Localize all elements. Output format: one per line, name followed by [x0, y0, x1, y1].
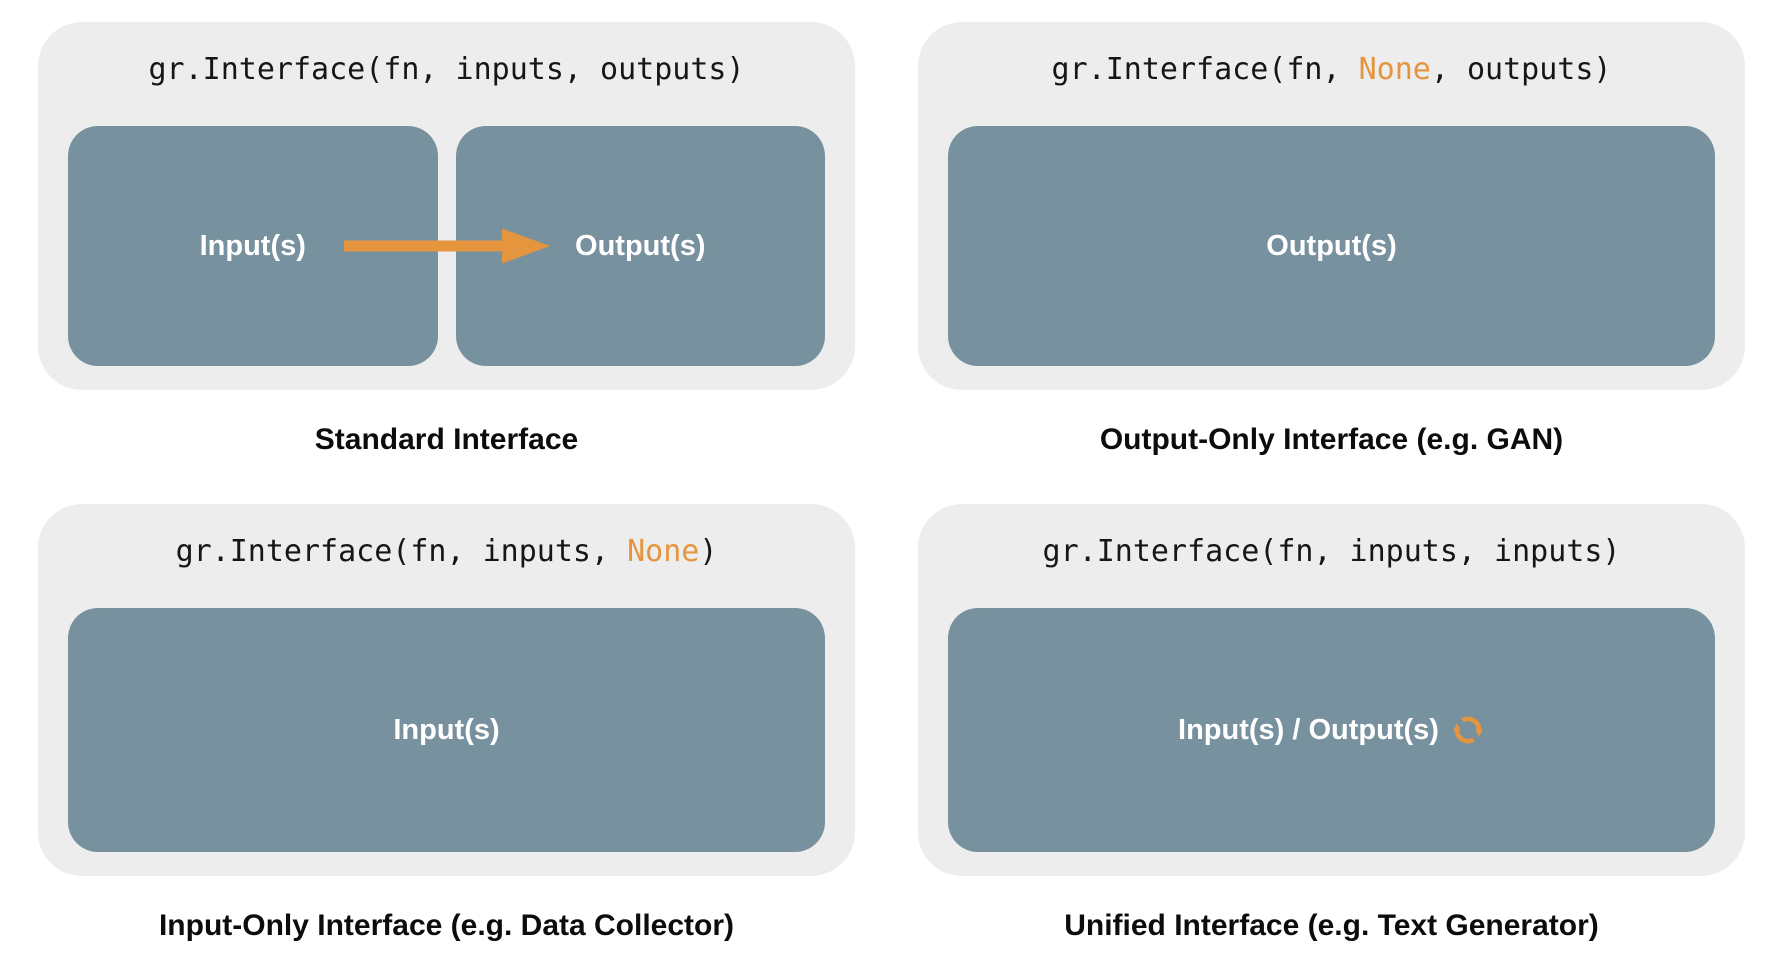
card-standard-interface: gr.Interface(fn, inputs, outputs) Input(… [38, 22, 855, 460]
input-box: Input(s) [68, 126, 438, 366]
input-box: Input(s) [68, 608, 825, 852]
boxes-row: Output(s) [948, 126, 1715, 366]
card-input-only-interface: gr.Interface(fn, inputs, None) Input(s) … [38, 504, 855, 946]
caption: Standard Interface [314, 423, 579, 456]
code-highlight: None [1358, 52, 1431, 87]
boxes-row: Input(s) [68, 608, 825, 852]
box-label: Input(s) / Output(s) [1178, 713, 1439, 746]
output-box: Output(s) [948, 126, 1715, 366]
boxes-row: Input(s) / Output(s) [948, 608, 1715, 852]
panel-input-only: gr.Interface(fn, inputs, None) Input(s) [38, 504, 855, 876]
code-pre: gr.Interface(fn, [1051, 52, 1359, 87]
caption: Output-Only Interface (e.g. GAN) [1099, 423, 1564, 456]
panel-unified: gr.Interface(fn, inputs, inputs) Input(s… [918, 504, 1745, 876]
panel-standard: gr.Interface(fn, inputs, outputs) Input(… [38, 22, 855, 390]
code-pre: gr.Interface(fn, inputs, inputs) [1042, 534, 1621, 569]
code-snippet: gr.Interface(fn, None, outputs) [948, 50, 1715, 90]
code-snippet: gr.Interface(fn, inputs, inputs) [948, 532, 1715, 572]
box-label: Output(s) [575, 229, 706, 262]
boxes-row: Input(s) Output(s) [68, 126, 825, 366]
caption: Input-Only Interface (e.g. Data Collecto… [158, 909, 735, 942]
panel-output-only: gr.Interface(fn, None, outputs) Output(s… [918, 22, 1745, 390]
code-post: , outputs) [1430, 52, 1612, 87]
box-label: Input(s) [199, 229, 306, 262]
code-snippet: gr.Interface(fn, inputs, None) [68, 532, 825, 572]
io-box: Input(s) / Output(s) [948, 608, 1715, 852]
box-label: Output(s) [1266, 229, 1397, 262]
output-box: Output(s) [455, 126, 825, 366]
code-pre: gr.Interface(fn, inputs, outputs) [148, 52, 745, 87]
code-highlight: None [627, 534, 700, 569]
caption: Unified Interface (e.g. Text Generator) [1064, 909, 1599, 942]
card-output-only-interface: gr.Interface(fn, None, outputs) Output(s… [918, 22, 1745, 460]
refresh-icon [1453, 716, 1483, 744]
box-label: Input(s) [393, 713, 500, 746]
code-post: ) [699, 534, 718, 569]
code-pre: gr.Interface(fn, inputs, [175, 534, 628, 569]
card-unified-interface: gr.Interface(fn, inputs, inputs) Input(s… [918, 504, 1745, 946]
code-snippet: gr.Interface(fn, inputs, outputs) [68, 50, 825, 90]
